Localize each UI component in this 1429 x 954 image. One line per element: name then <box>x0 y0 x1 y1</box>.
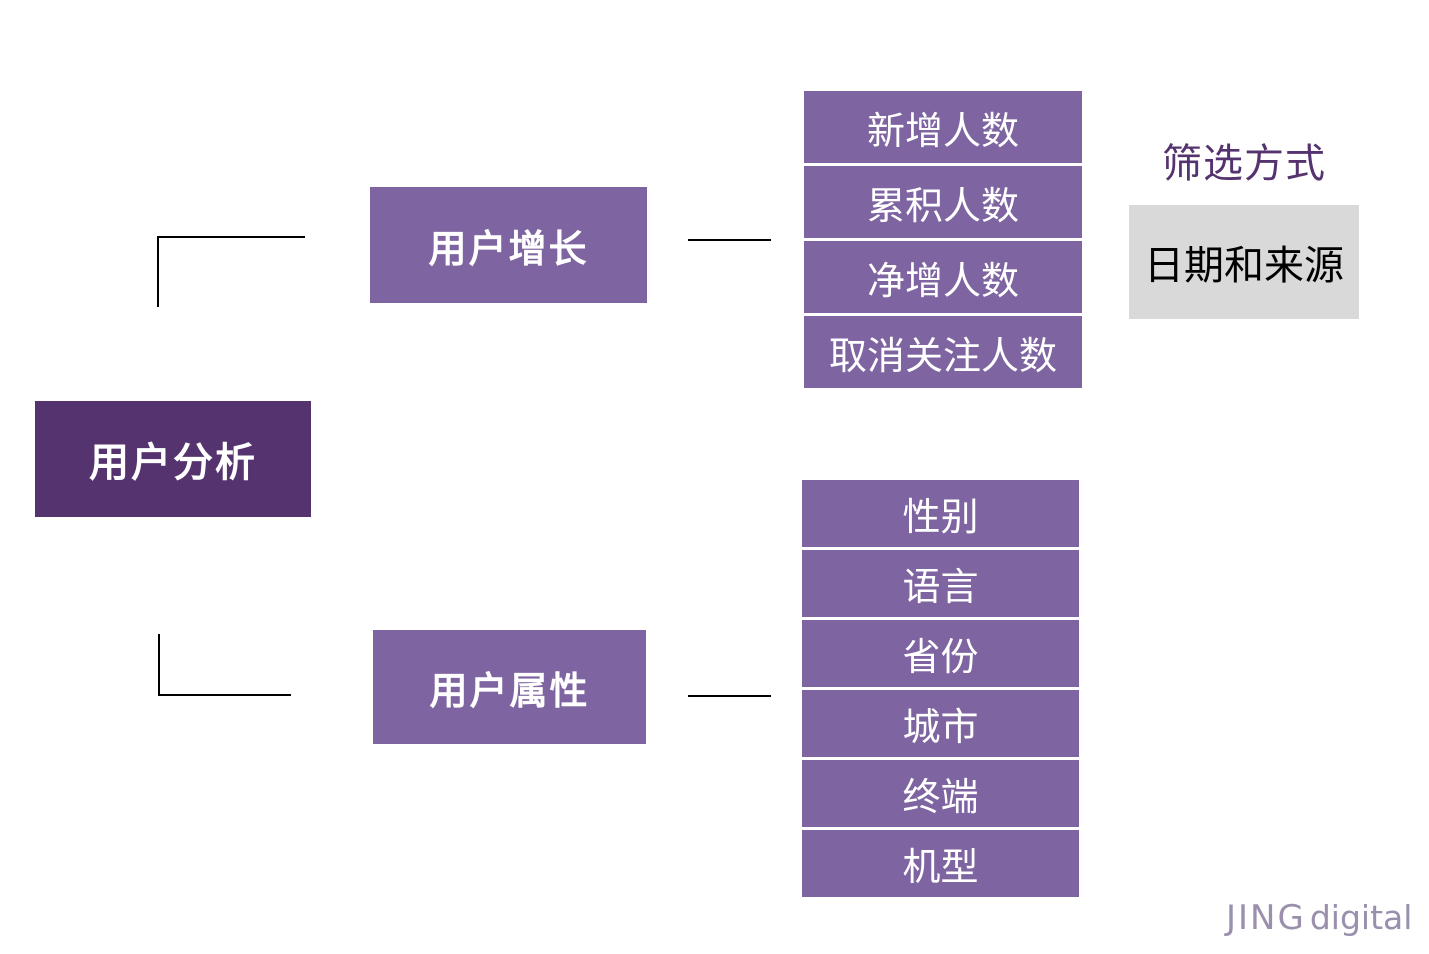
connector-upper-horizontal <box>157 236 305 238</box>
connector-upper-vertical <box>157 236 159 307</box>
connector-attributes-to-items <box>688 695 771 697</box>
node-user-attributes: 用户属性 <box>373 630 646 744</box>
attribute-item-province: 省份 <box>802 620 1079 690</box>
attribute-item-gender: 性别 <box>802 480 1079 550</box>
attribute-item-model: 机型 <box>802 830 1079 897</box>
root-node-label: 用户分析 <box>89 440 257 486</box>
connector-growth-to-items <box>688 239 771 241</box>
node-user-attributes-label: 用户属性 <box>429 668 590 713</box>
growth-item-new: 新增人数 <box>804 91 1082 166</box>
root-node-user-analysis: 用户分析 <box>35 401 311 517</box>
logo-digital-text: digital <box>1309 898 1413 937</box>
attribute-item-language: 语言 <box>802 550 1079 620</box>
growth-item-net: 净增人数 <box>804 241 1082 316</box>
growth-item-cumulative: 累积人数 <box>804 166 1082 241</box>
logo-jing-text: JING <box>1226 898 1306 938</box>
filter-method-value-label: 日期和来源 <box>1144 243 1344 289</box>
connector-lower-horizontal <box>158 694 291 696</box>
node-user-growth: 用户增长 <box>370 187 647 303</box>
filter-method-title: 筛选方式 <box>1162 141 1326 187</box>
node-user-growth-label: 用户增长 <box>428 226 589 271</box>
attribute-items-list: 性别 语言 省份 城市 终端 机型 <box>802 480 1079 897</box>
attribute-item-city: 城市 <box>802 690 1079 760</box>
growth-items-list: 新增人数 累积人数 净增人数 取消关注人数 <box>804 91 1082 388</box>
growth-item-unfollow: 取消关注人数 <box>804 316 1082 388</box>
jing-digital-logo: JING digital <box>1226 898 1412 946</box>
attribute-item-device: 终端 <box>802 760 1079 830</box>
filter-method-value: 日期和来源 <box>1129 205 1359 319</box>
connector-lower-vertical <box>158 634 160 696</box>
